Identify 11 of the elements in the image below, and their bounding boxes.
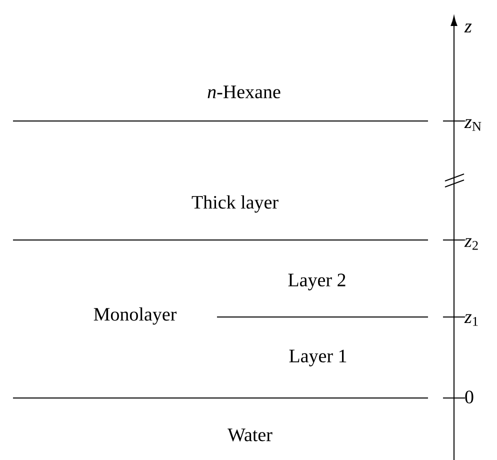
- tick-label: 0: [465, 390, 474, 404]
- layer-label: Layer 1: [289, 350, 346, 366]
- layer-label: Thick layer: [192, 195, 278, 213]
- tick-label: z$_{1}$: [464, 314, 478, 326]
- axis-label: z: [464, 24, 472, 32]
- tick-label: z$_{2}$: [464, 238, 478, 250]
- layer-label: Layer 2: [288, 274, 346, 290]
- layer-label: n-Hexane: [208, 86, 280, 98]
- layer-label: Water: [228, 428, 272, 442]
- tick-label: z$_{N}$: [464, 119, 482, 131]
- layer-label: Monolayer: [94, 307, 177, 325]
